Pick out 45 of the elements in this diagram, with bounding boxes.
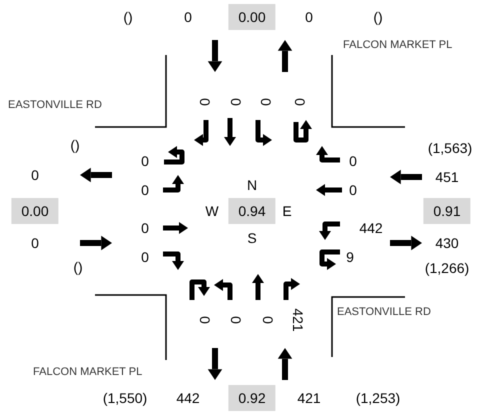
volume-value: 421 xyxy=(297,390,321,406)
volume-value: 0 xyxy=(141,182,149,198)
total-volume: () xyxy=(73,259,83,275)
street-name: FALCON MARKET PL xyxy=(33,365,142,380)
volume-value: 430 xyxy=(435,235,459,251)
volume-value: 0 xyxy=(349,153,357,169)
lane-volume: 0 xyxy=(292,98,308,106)
lane-volume: 0 xyxy=(228,316,244,324)
ratio-value: 0.91 xyxy=(423,198,471,224)
volume-value: 0 xyxy=(349,182,357,198)
lane-volume: 0 xyxy=(197,316,213,324)
lane-volume: 0 xyxy=(260,316,276,324)
compass-letter: W xyxy=(205,203,219,219)
volume-value: 0 xyxy=(141,249,149,265)
volume-value: 451 xyxy=(435,169,459,185)
lane-volume: 421 xyxy=(290,308,306,332)
compass-letter: E xyxy=(282,203,292,219)
ratio-value: 0.00 xyxy=(11,198,59,224)
volume-value: 0 xyxy=(184,9,192,25)
total-volume: (1,563) xyxy=(428,140,472,156)
volume-value: 442 xyxy=(176,390,200,406)
compass-letter: N xyxy=(246,177,258,193)
ratio-value: 0.92 xyxy=(228,385,276,411)
volume-value: 0 xyxy=(141,153,149,169)
ratio-value: 0.00 xyxy=(228,4,276,30)
total-volume: (1,550) xyxy=(102,390,148,406)
ratio-value: 0.94 xyxy=(228,198,276,224)
volume-value: 0 xyxy=(31,235,39,251)
lane-volume: 0 xyxy=(197,98,213,106)
volume-value: 0 xyxy=(305,9,313,25)
total-volume: () xyxy=(373,9,383,25)
total-volume: () xyxy=(123,9,133,25)
lane-volume: 0 xyxy=(228,98,244,106)
volume-value: 0 xyxy=(31,167,39,183)
total-volume: (1,266) xyxy=(424,260,470,276)
total-volume: () xyxy=(70,137,80,153)
volume-value: 0 xyxy=(141,220,149,236)
volume-value: 9 xyxy=(346,249,354,265)
total-volume: (1,253) xyxy=(356,390,400,406)
compass-letter: S xyxy=(247,230,257,246)
street-name: FALCON MARKET PL xyxy=(343,38,452,53)
street-name: EASTONVILLE RD xyxy=(337,305,431,320)
volume-value: 442 xyxy=(359,220,383,236)
lane-volume: 0 xyxy=(258,98,274,106)
street-name: EASTONVILLE RD xyxy=(8,98,102,113)
